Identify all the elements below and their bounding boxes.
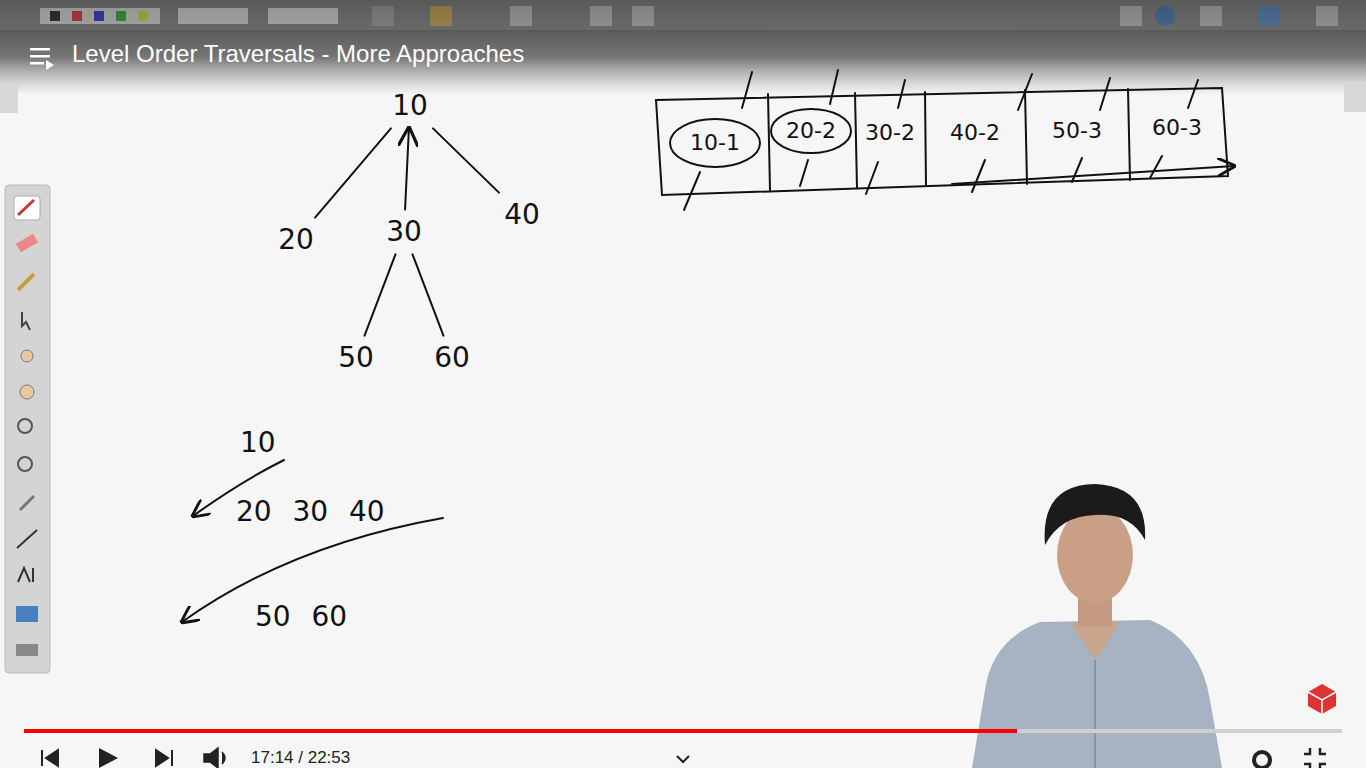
next-button: [156, 750, 172, 766]
progress-played: [24, 729, 1017, 733]
tool-icon: [372, 6, 394, 26]
tree-node: 40: [501, 198, 543, 233]
board-toolbar: [0, 0, 1366, 30]
node-text: 60: [434, 343, 470, 374]
tree-node: 20: [275, 223, 317, 258]
tree-node: 50: [335, 341, 377, 376]
fullscreen-button: [1304, 748, 1326, 768]
tree-edge: [413, 254, 444, 335]
queue-direction-arrow: [952, 166, 1234, 184]
pen-palette: [40, 8, 160, 24]
node-text: 30-2: [865, 121, 915, 145]
node-text: 20-2: [786, 119, 836, 143]
chapter-chevron: [677, 756, 689, 762]
color-swatch: [94, 11, 104, 21]
volume-button: [204, 748, 225, 768]
toolbar-strip: [0, 0, 1366, 30]
node-text: 10-1: [690, 131, 740, 155]
order-row: 10: [240, 428, 276, 459]
tool-icon: [590, 6, 612, 26]
tool-icon: [1120, 6, 1142, 26]
tree-edge: [365, 254, 396, 335]
queue-outline: [656, 88, 1228, 195]
time-display: 17:14 / 22:53: [251, 749, 350, 768]
queue-cell: 20-2: [783, 117, 839, 145]
title-bar: [0, 0, 1366, 95]
tool-icon: [1258, 6, 1280, 26]
previous-button: [42, 750, 58, 766]
web-icon: [1155, 6, 1175, 26]
tool-icon: [1200, 6, 1222, 26]
channel-logo: [1308, 684, 1336, 714]
tool-icon: [632, 6, 654, 26]
tree-edge: [315, 128, 391, 217]
queue-cell: 40-2: [947, 119, 1003, 147]
node-text: 50-3: [1052, 119, 1102, 143]
order-row: 50 60: [255, 602, 347, 633]
order-row: 20 30 40: [236, 497, 385, 528]
tree-node: 60: [431, 341, 473, 376]
queue-divider: [855, 93, 857, 188]
queue-cell: 10-1: [687, 129, 743, 157]
queue-divider: [1128, 89, 1130, 180]
node-text: 10: [392, 91, 428, 122]
node-text: 20: [278, 225, 314, 256]
queue-divider: [768, 94, 770, 190]
tree-node: 30: [383, 215, 425, 250]
settings-button: [1254, 752, 1270, 768]
queue-cell: 50-3: [1049, 117, 1105, 145]
level-arrows: [182, 460, 443, 622]
side-tab: [0, 85, 18, 113]
tool-icon: [430, 6, 452, 26]
node-text: 50: [338, 343, 374, 374]
queue-cell: 60-3: [1149, 114, 1205, 142]
color-swatch: [50, 11, 60, 21]
menu-icon: [30, 48, 54, 70]
stroke-palette: [178, 8, 248, 24]
player-controls: [24, 729, 1342, 768]
queue-cell: 30-2: [862, 119, 918, 147]
strike-mark: [684, 70, 1198, 210]
dequeued-circle: [670, 119, 760, 167]
color-swatch: [72, 11, 82, 21]
left-toolbar: [5, 185, 50, 673]
video-title: Level Order Traversals - More Approaches: [72, 40, 524, 68]
node-text: 40-2: [950, 121, 1000, 145]
tree-edge: [433, 128, 499, 192]
color-swatch: [138, 11, 148, 21]
play-button: [99, 748, 118, 768]
queue-drawing: [656, 70, 1234, 210]
side-tab: [1344, 82, 1366, 112]
node-text: 40: [504, 200, 540, 231]
queue-divider: [925, 92, 926, 186]
presenter-figure: [972, 484, 1222, 768]
node-text: 60-3: [1152, 116, 1202, 140]
tree-node: 10: [389, 89, 431, 124]
tool-icon: [1316, 6, 1338, 26]
dequeued-circle: [771, 109, 851, 153]
progress-track: [24, 729, 1342, 733]
queue-divider: [1025, 90, 1027, 184]
node-text: 30: [386, 217, 422, 248]
tree-edge: [405, 128, 409, 209]
color-swatch: [116, 11, 126, 21]
size-palette: [268, 8, 338, 24]
tool-icon: [510, 6, 532, 26]
